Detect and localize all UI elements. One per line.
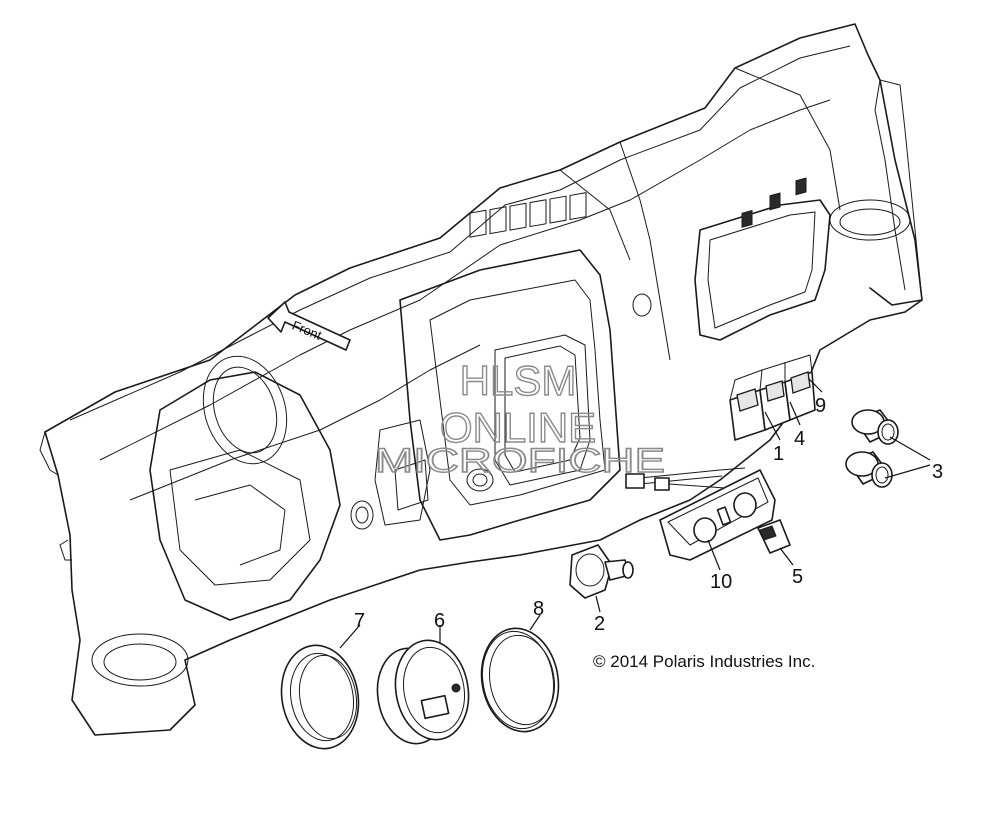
switch-panel-assembly	[625, 467, 776, 561]
callout-4: 4	[794, 428, 805, 450]
ignition-switch	[569, 544, 634, 599]
callout-2: 2	[594, 613, 605, 635]
watermark: HLSM ONLINE MICROFICHE	[374, 356, 665, 480]
callout-10: 10	[710, 571, 732, 593]
watermark-line-1: HLSM	[460, 357, 577, 404]
power-point-socket-upper	[851, 409, 899, 445]
callout-8: 8	[533, 598, 544, 620]
callout-5: 5	[792, 566, 803, 588]
gauge-bezel-ring	[280, 644, 360, 750]
callout-3: 3	[932, 461, 943, 483]
callout-1: 1	[773, 443, 784, 465]
callout-7: 7	[354, 610, 365, 632]
gauge-bezel	[480, 627, 560, 733]
callout-numbers: 1 2 3 4 5 6 7 8 9 10	[354, 395, 943, 635]
dashboard-panel: Front	[39, 23, 923, 736]
watermark-line-3: MICROFICHE	[375, 442, 665, 480]
front-arrow: Front	[267, 301, 351, 351]
callout-9: 9	[815, 395, 826, 417]
front-label: Front	[290, 318, 324, 343]
copyright-notice: © 2014 Polaris Industries Inc.	[593, 652, 816, 671]
power-point-socket-lower	[845, 451, 893, 488]
accessory-switch	[757, 519, 791, 554]
watermark-line-2: ONLINE	[440, 404, 596, 451]
instrument-gauge	[376, 639, 470, 745]
rocker-switch-group	[729, 177, 816, 441]
console-switch-bank	[469, 192, 587, 238]
callout-leaders	[339, 377, 931, 649]
callout-6: 6	[434, 610, 445, 632]
